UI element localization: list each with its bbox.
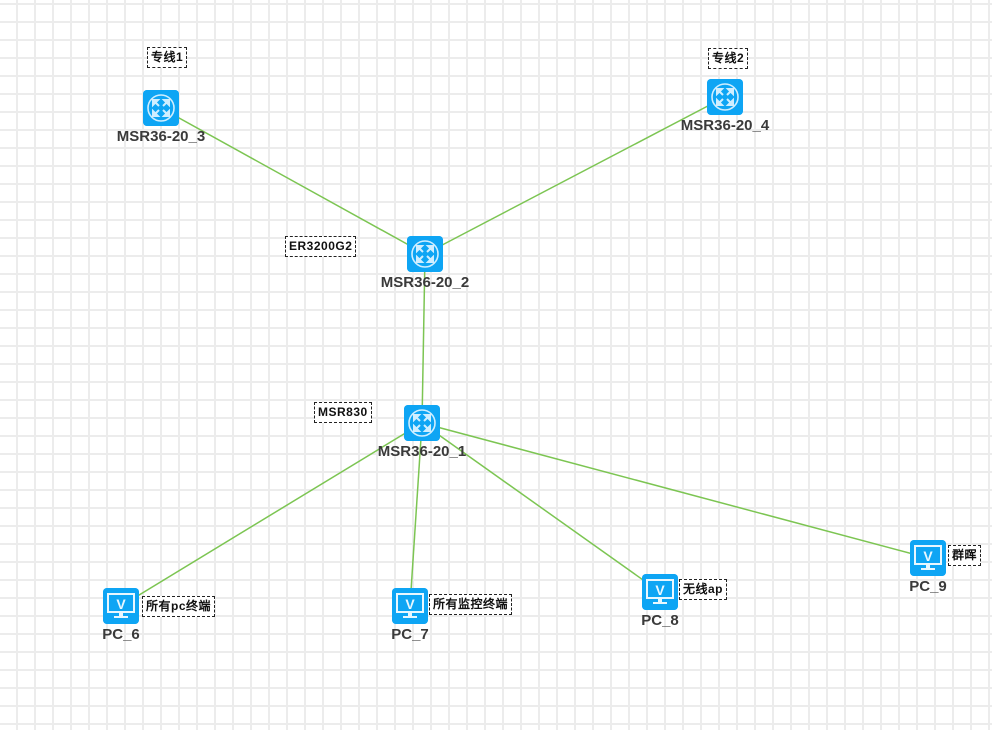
pc-monitor-icon: V <box>642 574 678 610</box>
router-node-msr36-20-4[interactable]: MSR36-20_4 <box>681 79 769 134</box>
router-icon <box>707 79 743 115</box>
link-r1-pc7[interactable] <box>409 422 423 607</box>
link-r1-pc9[interactable] <box>421 422 929 559</box>
link-r4-r2[interactable] <box>424 96 726 255</box>
svg-text:V: V <box>655 582 665 598</box>
node-label: PC_7 <box>391 626 429 643</box>
node-note[interactable]: 专线2 <box>708 48 749 69</box>
node-label: PC_8 <box>641 612 679 629</box>
router-node-msr36-20-3[interactable]: MSR36-20_3 <box>117 90 205 145</box>
link-r3-r2[interactable] <box>160 107 426 255</box>
pc-node-pc-6[interactable]: V PC_6 <box>102 588 140 643</box>
node-label: MSR36-20_3 <box>116 128 206 145</box>
link-r1-pc6[interactable] <box>120 422 423 607</box>
node-note[interactable]: 所有pc终端 <box>142 596 216 617</box>
node-label: PC_9 <box>909 578 947 595</box>
router-icon <box>407 236 443 272</box>
svg-text:V: V <box>923 548 933 564</box>
pc-monitor-icon: V <box>103 588 139 624</box>
pc-monitor-icon: V <box>910 540 946 576</box>
router-node-msr36-20-1[interactable]: MSR36-20_1 <box>378 405 466 460</box>
router-icon <box>143 90 179 126</box>
node-note[interactable]: ER3200G2 <box>285 236 357 257</box>
node-label: MSR36-20_4 <box>680 117 770 134</box>
svg-text:V: V <box>116 596 126 612</box>
node-note[interactable]: 所有监控终端 <box>429 594 513 615</box>
node-note[interactable]: 专线1 <box>147 47 188 68</box>
node-label: MSR36-20_1 <box>377 443 467 460</box>
link-r2-r1[interactable] <box>421 253 426 424</box>
pc-node-pc-8[interactable]: V PC_8 <box>641 574 679 629</box>
node-note[interactable]: 群晖 <box>948 545 982 566</box>
pc-node-pc-9[interactable]: V PC_9 <box>909 540 947 595</box>
pc-monitor-icon: V <box>392 588 428 624</box>
node-label: PC_6 <box>102 626 140 643</box>
router-node-msr36-20-2[interactable]: MSR36-20_2 <box>381 236 469 291</box>
pc-node-pc-7[interactable]: V PC_7 <box>391 588 429 643</box>
node-label: MSR36-20_2 <box>380 274 470 291</box>
router-icon <box>404 405 440 441</box>
svg-text:V: V <box>405 596 415 612</box>
node-note[interactable]: MSR830 <box>314 402 372 423</box>
node-note[interactable]: 无线ap <box>679 579 728 600</box>
link-r1-pc8[interactable] <box>421 422 661 593</box>
